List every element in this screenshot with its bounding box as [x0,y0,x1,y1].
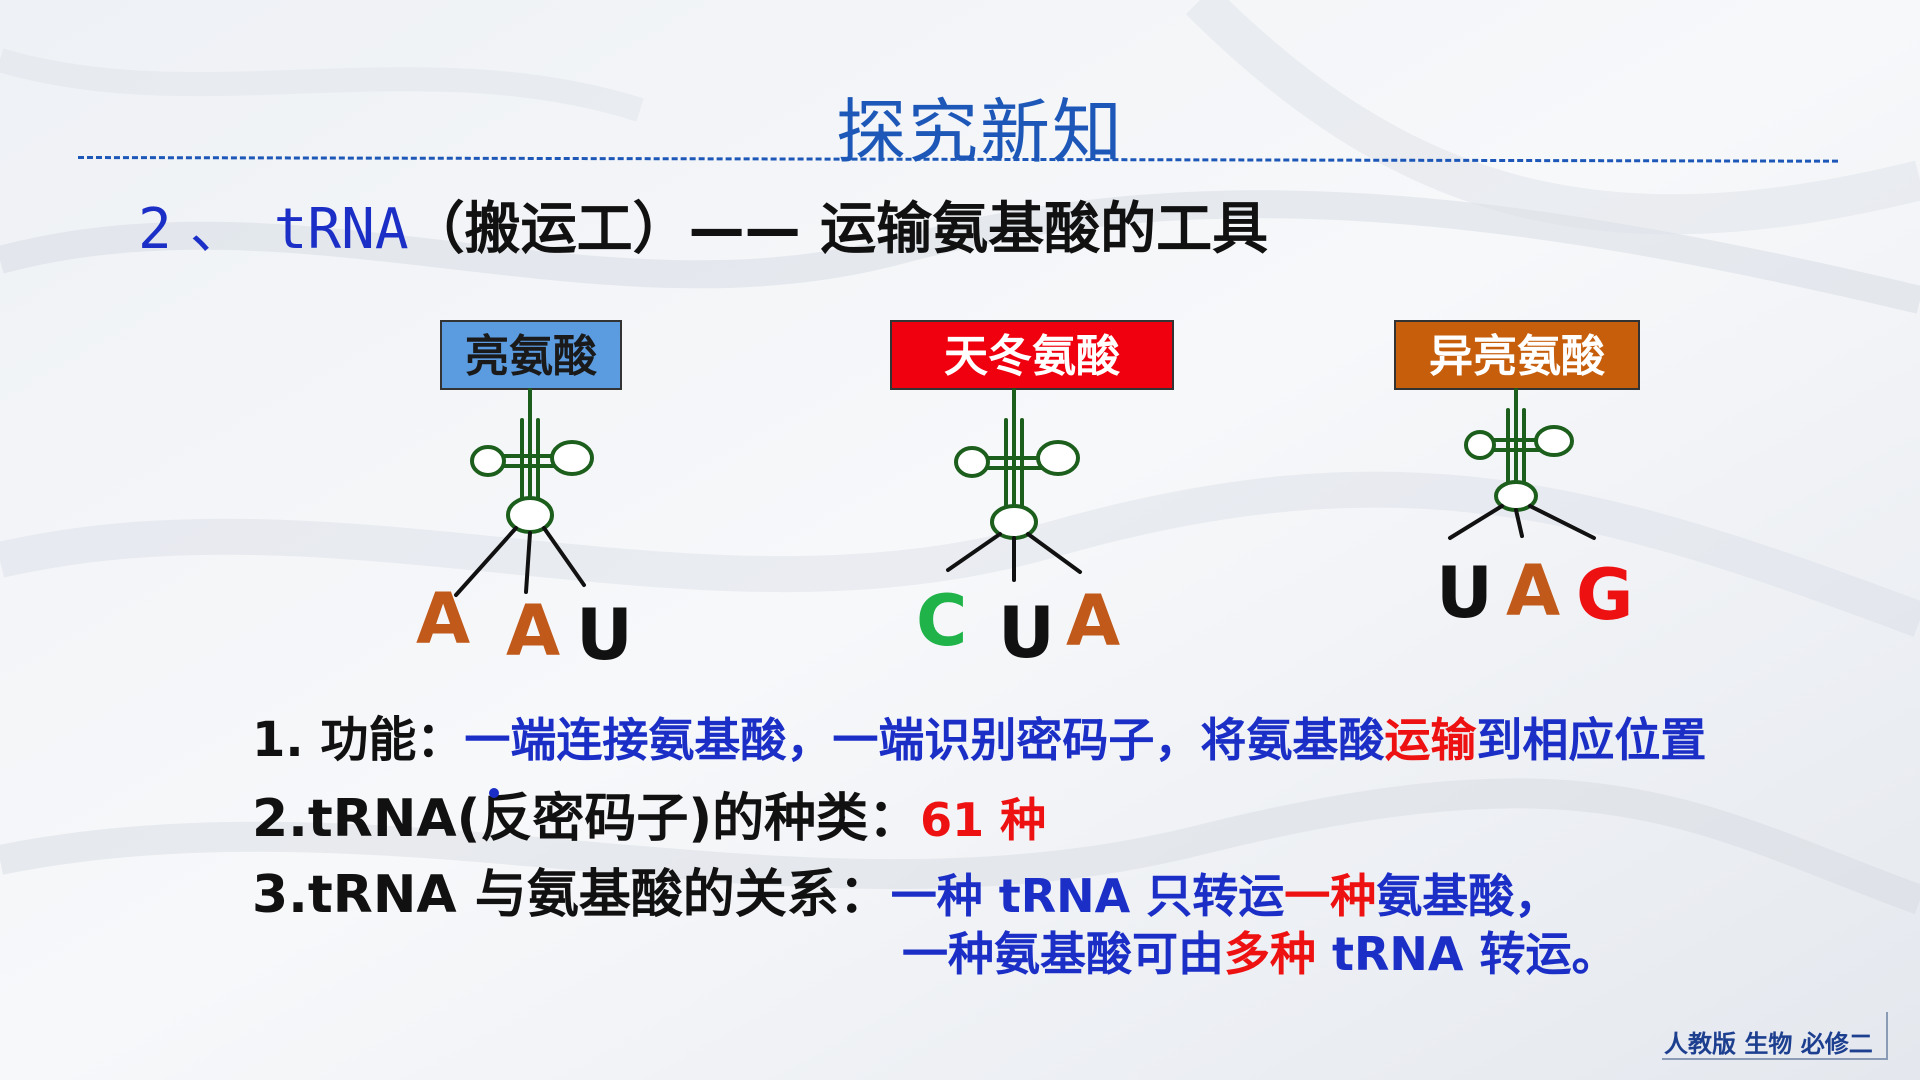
point-label: 2.tRNA(反密码子)的种类： [252,789,921,849]
point-text: 一种 tRNA 只转运 [890,869,1285,923]
point-highlight: 多种 [1224,927,1316,981]
anticodon-base: U [576,594,633,676]
point-label: 1. 功能： [252,712,465,768]
section-heading: 2 、 tRNA（搬运工）—— 运输氨基酸的工具 [138,184,1268,265]
heading-term: tRNA [273,197,409,262]
slide-title: 探究新知 [836,91,1124,173]
footer-textbook-label: 人教版 生物 必修二 [1664,1030,1873,1058]
anticodon-base: G [1576,554,1634,636]
anticodon-base: A [416,578,471,660]
trna-structure-icon [1448,388,1596,540]
point-highlight: 运输 [1384,713,1477,767]
heading-number: 2 [138,197,172,262]
trna-structure-icon [454,388,594,597]
heading-rest: （搬运工）—— 运输氨基酸的工具 [408,197,1269,262]
point-types: 2.tRNA(反密码子)的种类：61 种 [252,776,1046,851]
anticodon-base: U [1436,552,1493,634]
point-text: 到相应位置 [1476,713,1707,767]
point-label: 3.tRNA 与氨基酸的关系： [252,865,891,925]
point-relationship-continued: 一种氨基酸可由多种 tRNA 转运。 [902,918,1618,984]
point-highlight: 61 种 [920,793,1047,847]
point-text: 一种氨基酸可由 [902,927,1224,981]
point-highlight: 一种 [1284,869,1377,923]
anticodon-base: A [506,590,561,672]
footer-divider [1662,1058,1888,1060]
point-relationship: 3.tRNA 与氨基酸的关系：一种 tRNA 只转运一种氨基酸， [252,852,1560,927]
point-text: 一端连接氨基酸，一端识别密码子，将氨基酸 [464,713,1385,767]
trna-structure-icon [946,388,1082,582]
anticodon-base: C [916,580,968,662]
point-function: 1. 功能：一端连接氨基酸，一端识别密码子，将氨基酸运输到相应位置 [252,700,1706,770]
amino-acid-label-isoleucine: 异亮氨酸 [1394,320,1640,390]
footer-divider-vertical [1886,1012,1888,1058]
amino-acid-label-leucine: 亮氨酸 [440,320,622,390]
point-text: tRNA 转运。 [1316,927,1618,981]
point-text: 氨基酸， [1376,869,1561,923]
anticodon-base: U [998,592,1055,674]
heading-separator: 、 [189,197,246,262]
amino-acid-label-aspartate: 天冬氨酸 [890,320,1174,390]
bullet-dot [489,788,499,798]
anticodon-base: A [1066,580,1121,662]
anticodon-base: A [1506,550,1561,632]
